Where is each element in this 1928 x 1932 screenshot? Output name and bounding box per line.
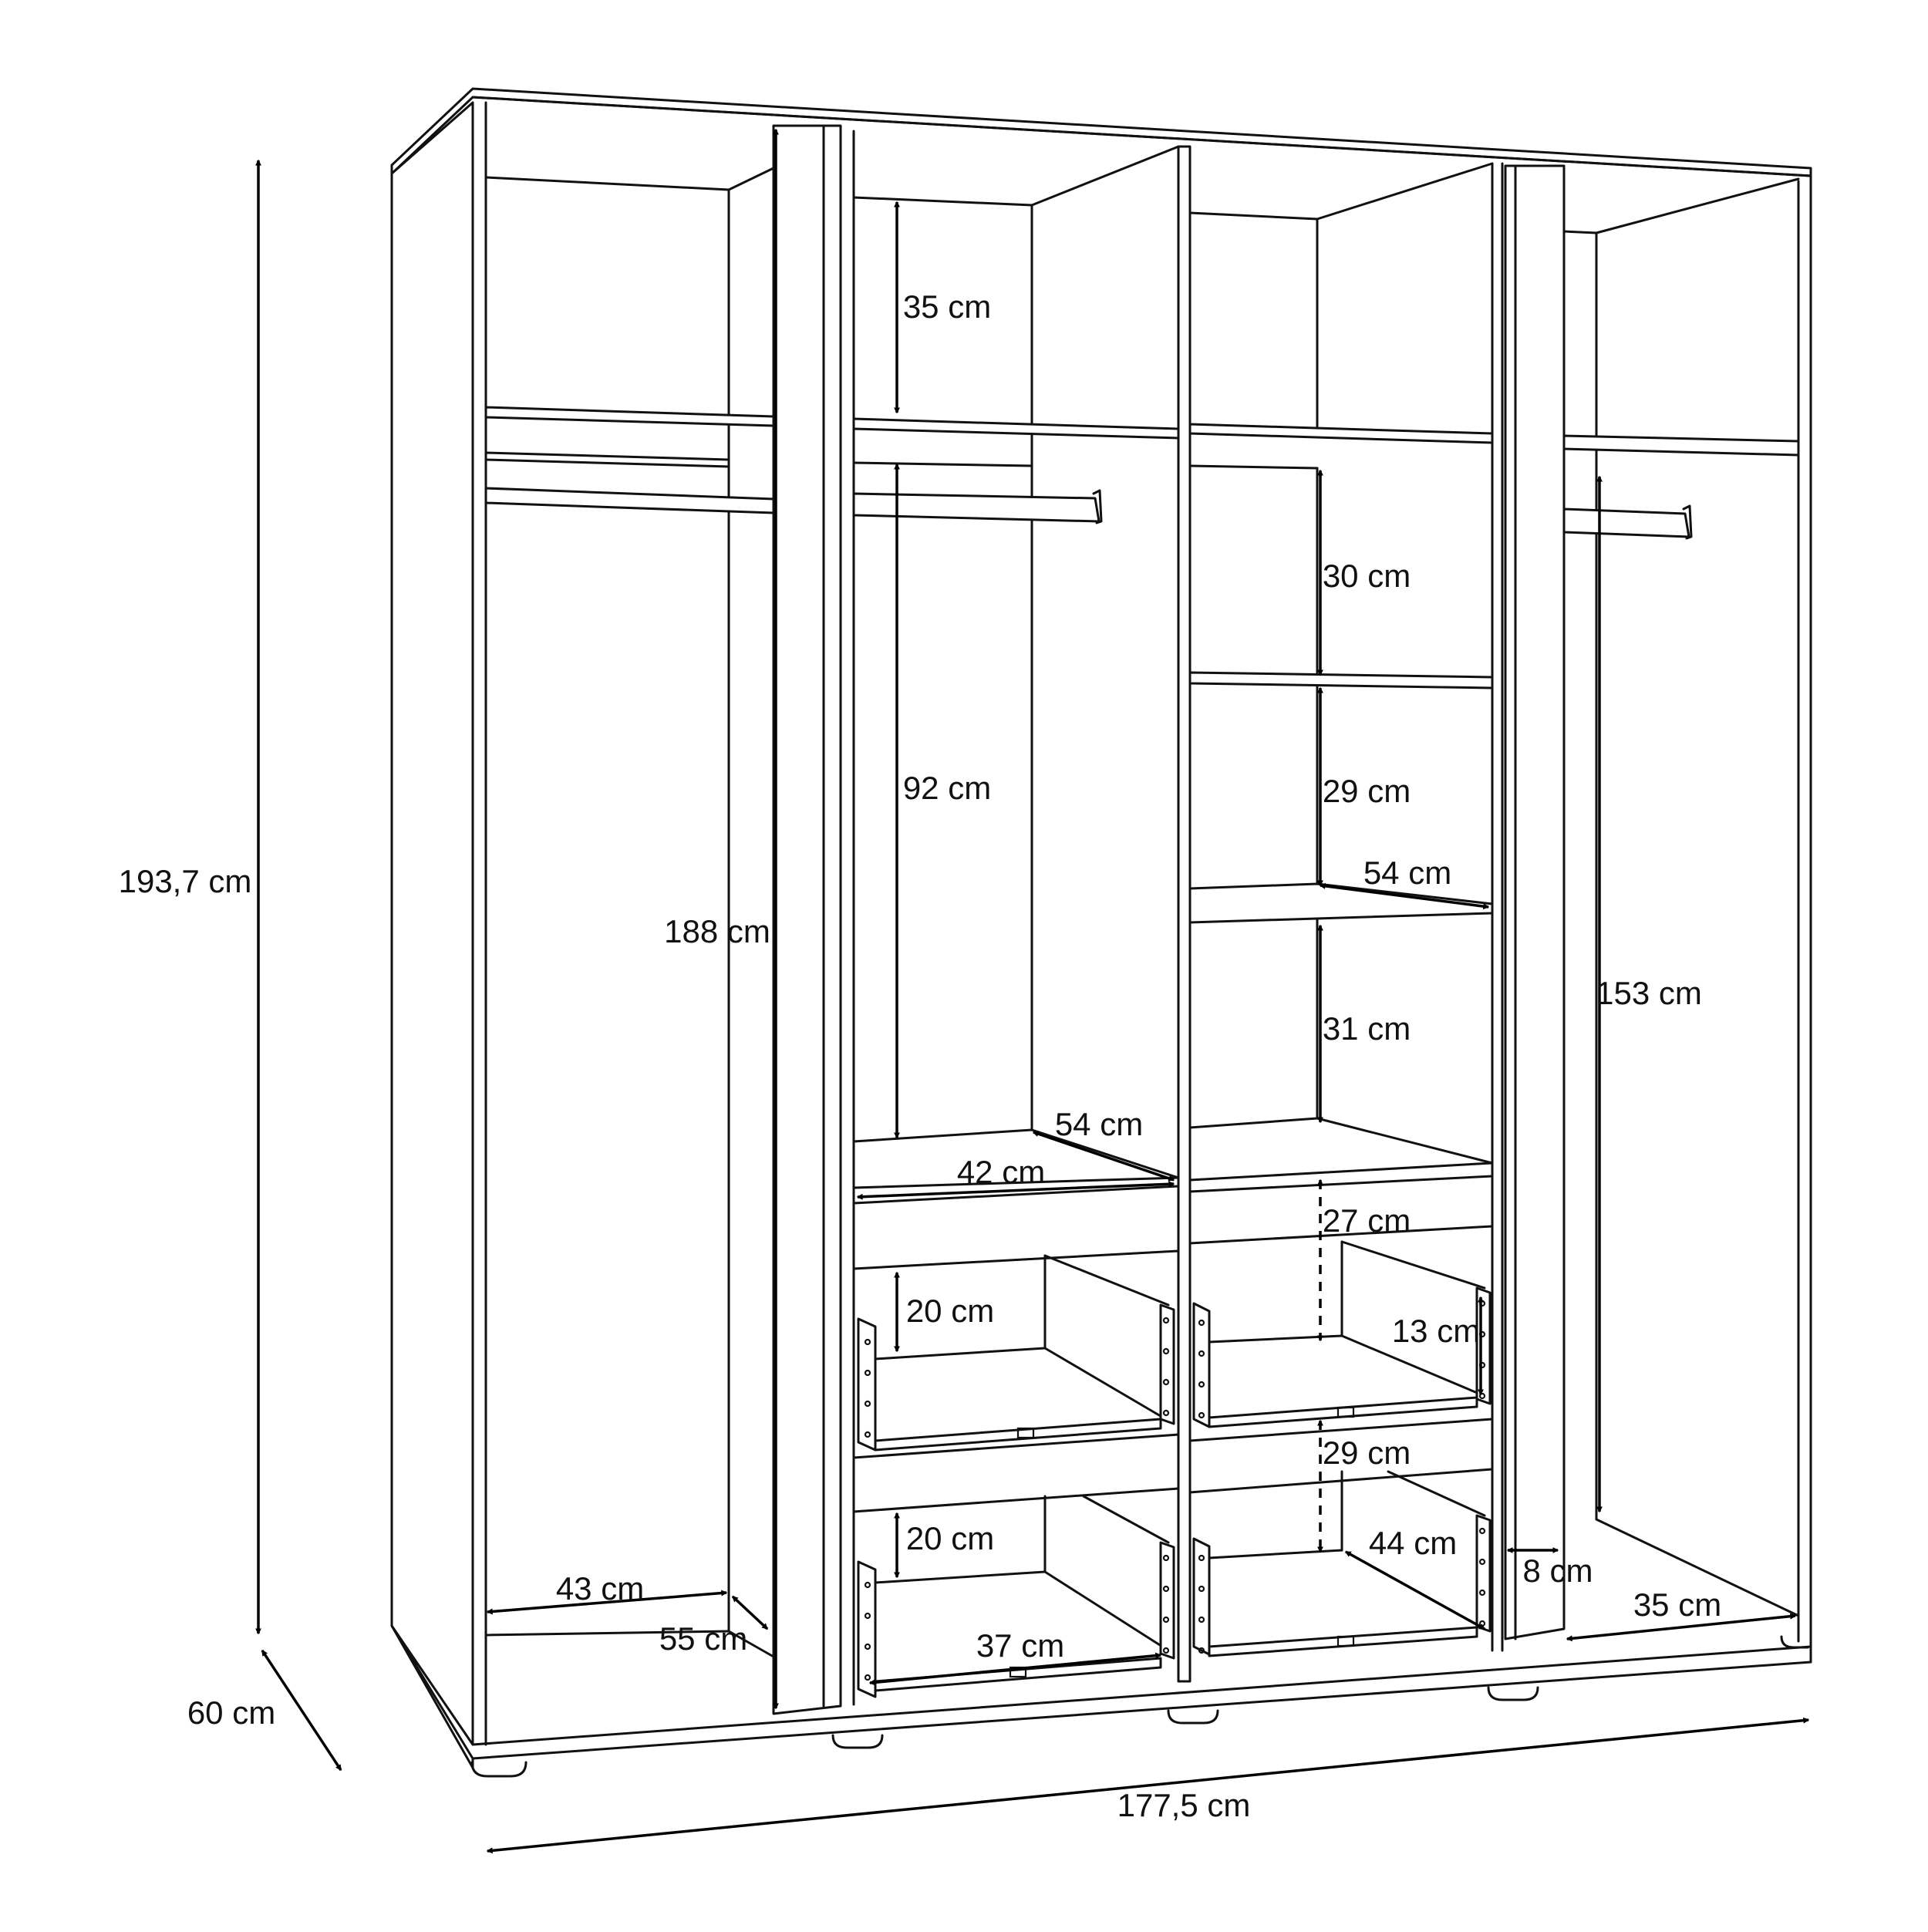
label-drawer-depth: 44 cm bbox=[1369, 1525, 1457, 1561]
foot-far-right-icon bbox=[1780, 1635, 1809, 1649]
dim-drawer-width bbox=[868, 1652, 1162, 1686]
label-width-total: 177,5 cm bbox=[1117, 1787, 1251, 1823]
label-depth-total: 60 cm bbox=[187, 1694, 275, 1731]
dimension-lines bbox=[255, 128, 1810, 1854]
label-height-total: 193,7 cm bbox=[119, 863, 252, 899]
label-drawer-front-lower: 29 cm bbox=[1323, 1435, 1411, 1471]
drawer-center-upper bbox=[852, 1254, 1180, 1513]
label-left-width: 43 cm bbox=[556, 1570, 644, 1607]
label-shelf-depth-right: 54 cm bbox=[1363, 855, 1451, 891]
label-drawer-upper-height: 20 cm bbox=[906, 1293, 994, 1329]
left-compartment bbox=[484, 167, 775, 1658]
label-drawer-width: 37 cm bbox=[976, 1627, 1064, 1664]
foot-right-icon bbox=[1487, 1686, 1539, 1701]
dim-depth-total bbox=[261, 1649, 342, 1772]
label-drawer-front-upper: 27 cm bbox=[1323, 1202, 1411, 1239]
label-shelf-2: 29 cm bbox=[1323, 773, 1411, 809]
dim-drawer-compartment-width bbox=[856, 1181, 1175, 1200]
label-side-gap: 8 cm bbox=[1522, 1553, 1593, 1589]
dim-drawer-depth bbox=[1344, 1550, 1486, 1630]
dim-shelf-depth-center bbox=[1032, 1131, 1175, 1182]
label-shelf-depth-center: 54 cm bbox=[1055, 1106, 1143, 1142]
dim-left-width bbox=[486, 1590, 728, 1615]
label-drawer-inner-height: 13 cm bbox=[1392, 1313, 1480, 1349]
label-right-width: 35 cm bbox=[1633, 1586, 1721, 1623]
label-hanging-center: 92 cm bbox=[903, 770, 991, 806]
foot-center-icon bbox=[1167, 1709, 1219, 1725]
label-top-shelf: 35 cm bbox=[903, 288, 991, 325]
right-door-panel bbox=[1504, 164, 1566, 1640]
dim-shelf-depth-right bbox=[1319, 882, 1490, 910]
dim-width-total bbox=[486, 1717, 1810, 1854]
foot-center-left-icon bbox=[831, 1734, 884, 1749]
dim-left-depth bbox=[731, 1595, 769, 1630]
label-door-height: 188 cm bbox=[664, 913, 770, 949]
label-drawer-lower-height: 20 cm bbox=[906, 1520, 994, 1556]
drawer-right-lower bbox=[1192, 1470, 1492, 1657]
dim-right-width bbox=[1566, 1613, 1797, 1642]
label-right-hanging: 153 cm bbox=[1596, 975, 1702, 1011]
label-shelf-1: 30 cm bbox=[1323, 558, 1411, 594]
foot-left-icon bbox=[470, 1761, 528, 1778]
right-center-compartment bbox=[1188, 162, 1504, 1652]
label-drawer-compartment-width: 42 cm bbox=[957, 1154, 1045, 1190]
left-door-panel bbox=[772, 124, 842, 1715]
label-shelf-3: 31 cm bbox=[1323, 1010, 1411, 1047]
dimension-labels: 193,7 cm 60 cm 177,5 cm 188 cm 43 cm 55 … bbox=[119, 288, 1722, 1823]
label-left-depth: 55 cm bbox=[659, 1620, 747, 1657]
cabinet-outline bbox=[390, 87, 1812, 1778]
